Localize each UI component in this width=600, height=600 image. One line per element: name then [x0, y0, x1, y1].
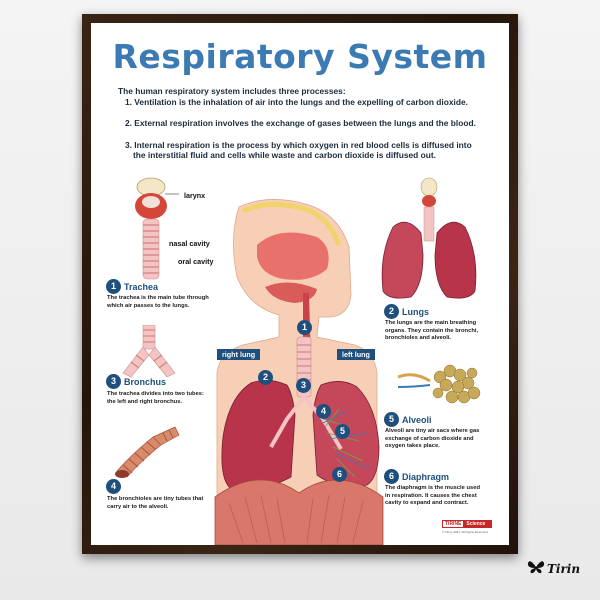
diagram-marker-6: 6 [332, 467, 347, 482]
torso-illustration [214, 199, 384, 545]
bronchus-illustration [122, 325, 176, 377]
diagram-marker-1: 1 [297, 320, 312, 335]
section-badge-1: 1 [106, 279, 121, 294]
copyright-text: © Tirine 2021. All Rights Reserved. [442, 530, 489, 534]
section-bronchus-desc-line2: the left and right bronchus. [107, 398, 183, 405]
section-trachea-heading: Trachea [124, 281, 159, 292]
brand-logo-right: Science [464, 520, 492, 528]
section-trachea-desc: The trachea is the main tube through whi… [107, 295, 209, 310]
section-alveoli-desc-line2: exchange of carbon dioxide and [385, 435, 474, 442]
section-diaphragm-heading: Diaphragm [402, 471, 450, 482]
section-bronchioles-title: 4 [106, 479, 121, 494]
poster: Respiratory System The human respiratory… [91, 23, 509, 545]
alveoli-illustration [397, 364, 481, 404]
left-lung-tag: left lung [337, 349, 375, 360]
intro-item-3-cont: the interstitial fluid and cells while w… [133, 150, 436, 160]
intro-item-1: 1. Ventilation is the inhalation of air … [125, 96, 468, 107]
section-diaphragm-desc-line3: cavity to expand and contract. [385, 500, 469, 507]
section-lungs-heading: Lungs [402, 306, 429, 317]
section-badge-4: 4 [106, 479, 121, 494]
lungs-illustration [381, 177, 477, 299]
diagram-marker-2: 2 [258, 370, 273, 385]
section-lungs-desc-line3: bronchioles and alveoli. [385, 335, 452, 342]
section-diaphragm-desc-line1: The diaphragm is the muscle used [385, 485, 481, 491]
section-alveoli-desc-line3: oxygen takes place. [385, 443, 440, 450]
diagram-marker-3: 3 [296, 378, 311, 393]
section-lungs-desc-line2: organs. They contain the bronchi, [385, 327, 479, 334]
nasal-cavity-label: nasal cavity [169, 239, 210, 248]
section-lungs-desc: The lungs are the main breathing organs.… [385, 320, 478, 343]
poster-title: Respiratory System [112, 37, 488, 76]
intro-lead: The human respiratory system includes th… [118, 86, 346, 96]
section-badge-3: 3 [106, 374, 121, 389]
section-bronchus-desc-line1: The trachea divides into two tubes: [107, 391, 204, 397]
section-alveoli-desc-line1: Alveoli are tiny air sacs where gas [385, 428, 480, 434]
section-bronchioles-desc-line1: The bronchioles are tiny tubes that [107, 496, 204, 502]
diagram-marker-4: 4 [316, 404, 331, 419]
section-trachea-desc-line1: The trachea is the main tube through [107, 295, 209, 301]
section-lungs-desc-line1: The lungs are the main breathing [385, 320, 477, 326]
section-trachea-desc-line2: which air passes to the lungs. [107, 302, 190, 309]
section-diaphragm-desc-line2: in respiration. It causes the chest [385, 492, 477, 499]
intro-text: The human respiratory system includes th… [118, 86, 498, 161]
intro-item-2: 2. External respiration involves the exc… [125, 118, 476, 128]
larynx-trachea-illustration [135, 177, 179, 280]
brand-logo-left: TIRINE [442, 520, 465, 528]
larynx-label: larynx [184, 191, 206, 200]
diagram-marker-5: 5 [335, 424, 350, 439]
section-badge-5: 5 [384, 412, 399, 427]
section-badge-2: 2 [384, 304, 399, 319]
section-bronchus-desc: The trachea divides into two tubes: the … [107, 391, 204, 406]
section-alveoli-desc: Alveoli are tiny air sacs where gas exch… [385, 428, 479, 451]
section-bronchioles-desc-line2: carry air to the alveoli. [107, 503, 169, 510]
section-bronchioles-desc: The bronchioles are tiny tubes that carr… [107, 496, 203, 511]
section-badge-6: 6 [384, 469, 399, 484]
right-lung-tag: right lung [217, 349, 261, 360]
section-bronchus-heading: Bronchus [124, 376, 167, 387]
bronchioles-illustration [115, 426, 180, 478]
watermark-text: Tirin [547, 562, 581, 576]
butterfly-icon [527, 561, 545, 574]
section-diaphragm-desc: The diaphragm is the muscle used in resp… [385, 485, 480, 508]
oral-cavity-label: oral cavity [178, 257, 214, 266]
brand-logo: TIRINE Science [442, 520, 492, 528]
section-alveoli-heading: Alveoli [402, 414, 432, 425]
intro-item-3: 3. Internal respiration is the process b… [125, 139, 472, 150]
